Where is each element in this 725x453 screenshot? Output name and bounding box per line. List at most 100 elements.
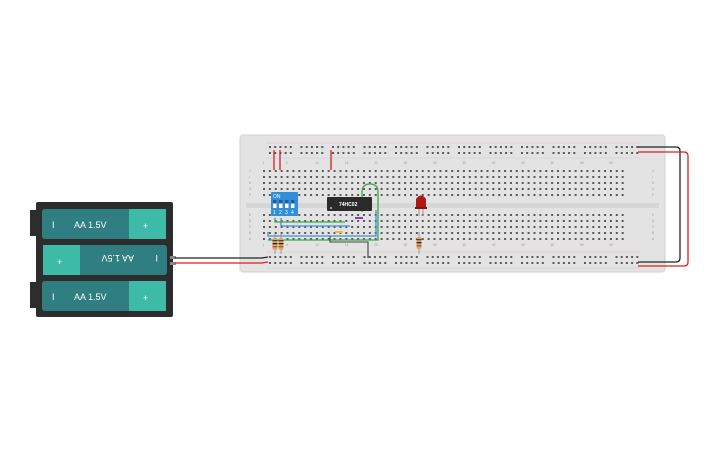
breadboard-hole[interactable] [351,194,354,196]
breadboard-hole[interactable] [557,262,560,264]
breadboard-hole[interactable] [362,188,365,190]
breadboard-hole[interactable] [492,232,495,234]
breadboard-hole[interactable] [609,232,612,234]
breadboard-hole[interactable] [463,152,466,154]
breadboard-hole[interactable] [310,220,313,222]
breadboard-hole[interactable] [527,238,530,240]
breadboard-hole[interactable] [599,262,602,264]
breadboard-hole[interactable] [292,176,295,178]
breadboard-hole[interactable] [539,226,542,228]
breadboard-hole[interactable] [269,256,271,258]
breadboard-hole[interactable] [545,238,548,240]
breadboard-hole[interactable] [431,262,434,264]
breadboard-hole[interactable] [509,226,512,228]
breadboard-hole[interactable] [527,226,530,228]
breadboard-hole[interactable] [599,152,602,154]
breadboard-hole[interactable] [474,226,477,228]
breadboard-hole[interactable] [342,146,345,148]
breadboard-hole[interactable] [521,194,524,196]
breadboard-hole[interactable] [615,238,618,240]
breadboard-hole[interactable] [373,146,376,148]
breadboard-hole[interactable] [398,232,401,234]
breadboard-hole[interactable] [458,146,460,148]
breadboard-hole[interactable] [580,194,583,196]
breadboard-hole[interactable] [592,226,595,228]
breadboard-hole[interactable] [268,188,271,190]
breadboard-hole[interactable] [352,262,355,264]
breadboard-hole[interactable] [604,182,607,184]
breadboard-hole[interactable] [357,214,360,216]
breadboard-hole[interactable] [515,194,518,196]
breadboard-hole[interactable] [515,226,518,228]
breadboard-hole[interactable] [263,220,265,222]
breadboard-hole[interactable] [410,170,412,172]
breadboard-hole[interactable] [509,188,512,190]
breadboard-hole[interactable] [439,226,442,228]
breadboard-hole[interactable] [269,262,271,264]
breadboard-hole[interactable] [505,152,508,154]
breadboard-hole[interactable] [589,152,592,154]
breadboard-hole[interactable] [298,220,301,222]
breadboard-hole[interactable] [562,262,565,264]
breadboard-hole[interactable] [604,238,607,240]
breadboard-hole[interactable] [333,176,336,178]
breadboard-hole[interactable] [368,176,371,178]
breadboard-hole[interactable] [339,226,342,228]
breadboard-hole[interactable] [598,220,601,222]
breadboard-hole[interactable] [545,176,548,178]
breadboard-hole[interactable] [492,194,495,196]
breadboard-hole[interactable] [521,238,524,240]
breadboard-hole[interactable] [615,262,618,264]
breadboard-hole[interactable] [533,170,536,172]
breadboard-hole[interactable] [327,176,330,178]
breadboard-hole[interactable] [498,220,501,222]
breadboard-hole[interactable] [310,232,313,234]
breadboard-hole[interactable] [315,226,318,228]
breadboard-hole[interactable] [421,170,424,172]
breadboard-hole[interactable] [492,176,495,178]
breadboard-hole[interactable] [631,152,634,154]
breadboard-hole[interactable] [433,214,436,216]
breadboard-hole[interactable] [551,176,554,178]
breadboard[interactable]: 1155101015152020252530303535404045455050… [239,134,666,273]
breadboard-hole[interactable] [368,152,371,154]
breadboard-hole[interactable] [451,232,454,234]
breadboard-hole[interactable] [368,146,371,148]
breadboard-hole[interactable] [489,262,492,264]
breadboard-hole[interactable] [451,188,454,190]
breadboard-hole[interactable] [521,146,523,148]
breadboard-hole[interactable] [557,152,560,154]
breadboard-hole[interactable] [363,262,366,264]
breadboard-hole[interactable] [580,232,583,234]
breadboard-hole[interactable] [468,182,471,184]
breadboard-hole[interactable] [636,146,639,148]
breadboard-hole[interactable] [310,214,313,216]
breadboard-hole[interactable] [621,170,624,172]
breadboard-hole[interactable] [447,146,450,148]
breadboard-hole[interactable] [398,182,401,184]
breadboard-hole[interactable] [609,238,612,240]
breadboard-hole[interactable] [374,170,377,172]
breadboard-hole[interactable] [398,214,401,216]
breadboard-hole[interactable] [433,220,436,222]
breadboard-hole[interactable] [494,256,497,258]
breadboard-hole[interactable] [621,238,624,240]
breadboard-hole[interactable] [457,220,460,222]
breadboard-hole[interactable] [321,182,324,184]
breadboard-hole[interactable] [279,256,282,258]
breadboard-hole[interactable] [415,220,418,222]
breadboard-hole[interactable] [304,238,307,240]
breadboard-hole[interactable] [292,188,295,190]
breadboard-hole[interactable] [395,146,397,148]
breadboard-hole[interactable] [263,194,265,196]
breadboard-hole[interactable] [480,220,483,222]
wire-blue[interactable] [267,210,377,237]
breadboard-hole[interactable] [551,170,554,172]
breadboard-hole[interactable] [304,176,307,178]
breadboard-hole[interactable] [592,176,595,178]
breadboard-hole[interactable] [384,146,387,148]
breadboard-hole[interactable] [625,152,628,154]
breadboard-hole[interactable] [392,214,395,216]
breadboard-hole[interactable] [426,146,429,148]
breadboard-hole[interactable] [415,194,418,196]
